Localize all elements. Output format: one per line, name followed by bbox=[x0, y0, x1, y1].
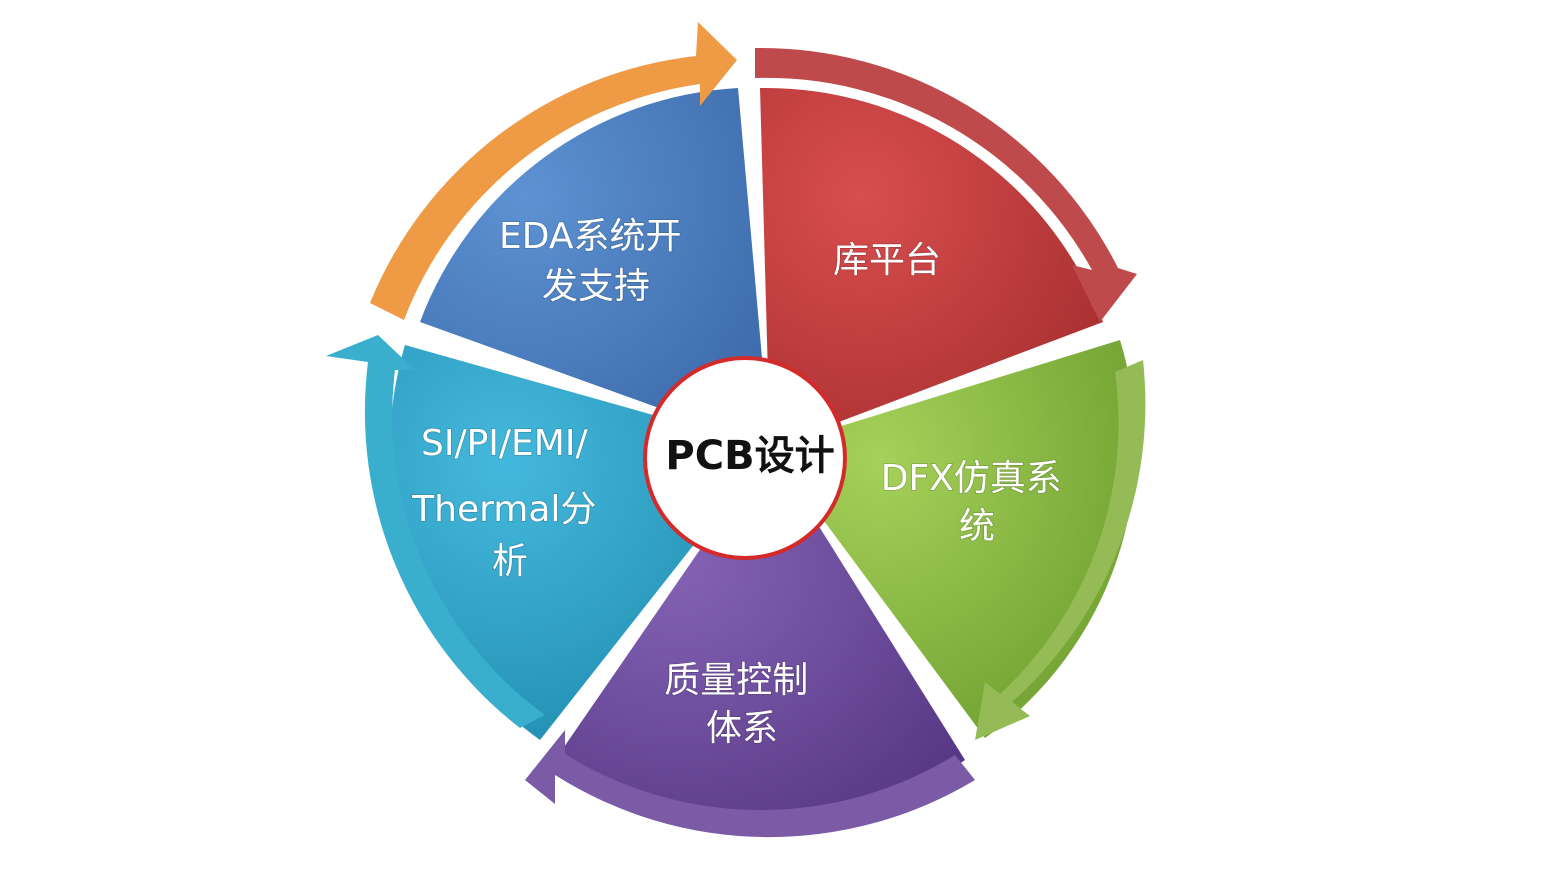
arrow-eda bbox=[370, 22, 737, 320]
arrow-lib bbox=[755, 47, 1137, 323]
wedge-dfx bbox=[770, 340, 1136, 738]
wedge-lib bbox=[760, 87, 1103, 448]
center-circle bbox=[643, 356, 847, 560]
label-quality-line-1: 质量控制 bbox=[664, 660, 808, 701]
label-dfx-line-2: 统 bbox=[959, 506, 995, 547]
arrow-si bbox=[326, 335, 545, 728]
label-eda: EDA系统开 发支持 bbox=[499, 216, 693, 307]
label-dfx: DFX仿真系 统 bbox=[881, 458, 1074, 547]
label-eda-line-1: EDA系统开 bbox=[499, 216, 681, 257]
label-lib-line-1: 库平台 bbox=[833, 240, 941, 281]
arrow-dfx bbox=[975, 360, 1146, 740]
label-quality: 质量控制 体系 bbox=[664, 660, 819, 749]
label-si-line-1: SI/PI/EMI/ bbox=[421, 423, 588, 464]
label-si: SI/PI/EMI/ Thermal分 析 bbox=[411, 423, 608, 582]
wedge-quality bbox=[555, 448, 965, 825]
arrow-quality bbox=[525, 730, 975, 838]
label-si-line-3: 析 bbox=[492, 541, 528, 582]
label-eda-line-2: 发支持 bbox=[542, 266, 650, 307]
label-dfx-line-1: DFX仿真系 bbox=[881, 458, 1062, 499]
label-quality-line-2: 体系 bbox=[706, 708, 778, 749]
label-lib: 库平台 bbox=[833, 240, 941, 281]
wedge-eda bbox=[420, 88, 770, 448]
label-si-line-2: Thermal分 bbox=[411, 489, 596, 530]
center-label: PCB设计 bbox=[665, 433, 834, 479]
